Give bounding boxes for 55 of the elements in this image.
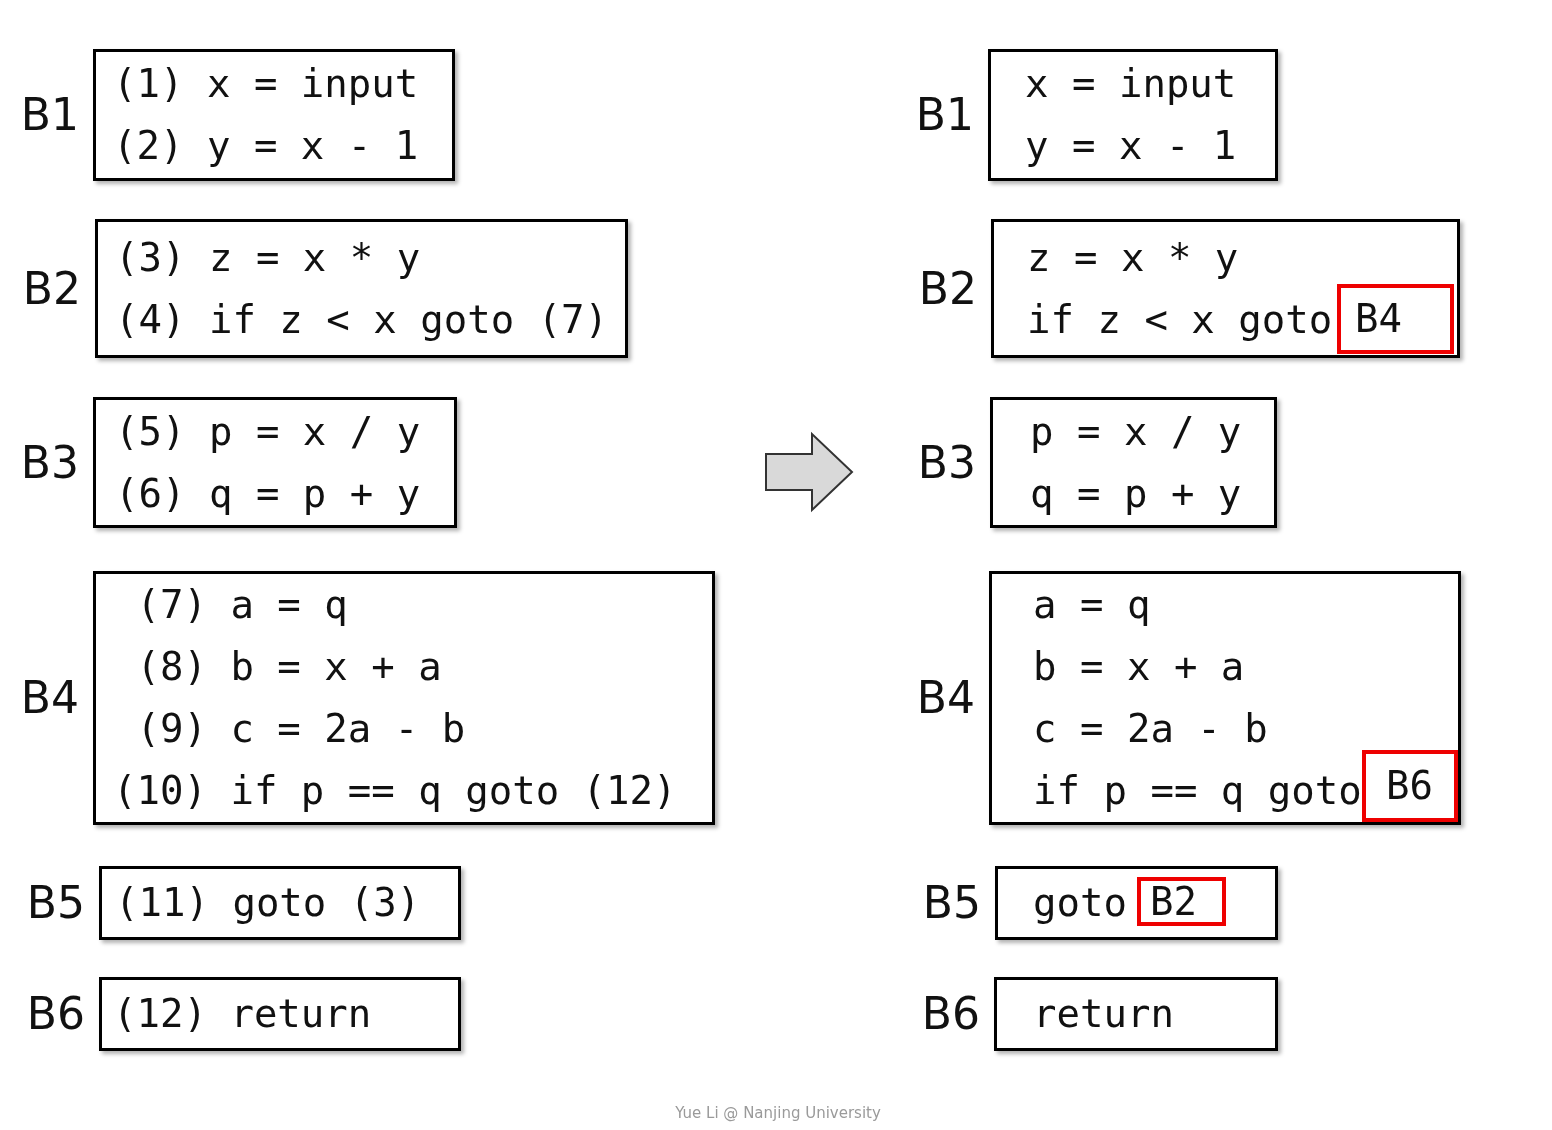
highlight-box (1337, 284, 1454, 354)
block-reference: B2 (1150, 878, 1197, 924)
code-line: (1) x = input (113, 61, 419, 106)
code-line: (4) if z < x goto (7) (115, 296, 609, 342)
block-label: B1 (20, 93, 79, 137)
code-block-box (990, 397, 1277, 528)
code-line: goto (1033, 880, 1127, 925)
code-line: (6) q = p + y (115, 470, 421, 516)
block-label: B6 (921, 992, 980, 1036)
code-block-box (989, 571, 1461, 825)
code-line: q = p + y (1030, 470, 1242, 516)
code-line: (5) p = x / y (115, 408, 421, 454)
code-line: y = x - 1 (1025, 123, 1237, 168)
code-block-box (99, 866, 461, 940)
code-block-box (994, 977, 1278, 1051)
code-block-box (991, 219, 1460, 358)
code-line: x = input (1025, 61, 1237, 106)
code-line: c = 2a - b (1033, 706, 1268, 751)
footer-credit: Yue Li @ Nanjing University (675, 1104, 881, 1122)
block-label: B4 (20, 676, 79, 720)
code-block-box (995, 866, 1278, 940)
block-reference: B6 (1386, 763, 1433, 808)
code-block-box (95, 219, 628, 358)
block-label: B3 (917, 440, 976, 485)
code-line: a = q (1033, 582, 1151, 627)
highlight-box (1362, 750, 1458, 822)
code-line: (12) return (113, 991, 372, 1036)
block-label: B1 (915, 93, 974, 137)
code-block-box (93, 397, 457, 528)
code-line: (3) z = x * y (115, 234, 421, 280)
block-label: B5 (26, 881, 85, 925)
code-line: (9) c = 2a - b (136, 706, 466, 751)
block-label: B2 (22, 266, 81, 311)
code-block-box (988, 49, 1278, 181)
code-line: (8) b = x + a (136, 644, 442, 689)
block-label: B5 (922, 881, 981, 925)
code-line: return (1033, 991, 1174, 1036)
block-reference: B4 (1355, 296, 1402, 341)
code-line: p = x / y (1030, 408, 1242, 454)
code-block-box (93, 571, 715, 825)
code-line: b = x + a (1033, 644, 1245, 689)
code-line: (10) if p == q goto (12) (113, 768, 677, 813)
code-line: if z < x goto (1027, 296, 1333, 342)
block-label: B4 (916, 676, 975, 720)
block-label: B6 (26, 992, 85, 1036)
block-label: B2 (918, 266, 977, 311)
code-line: (2) y = x - 1 (113, 123, 419, 168)
code-line: z = x * y (1027, 234, 1239, 280)
code-line: (11) goto (3) (115, 880, 421, 925)
code-line: if p == q goto (1033, 768, 1362, 813)
code-block-box (99, 977, 461, 1051)
highlight-box (1137, 877, 1226, 926)
block-label: B3 (20, 440, 79, 485)
code-block-box (93, 49, 455, 181)
code-line: (7) a = q (136, 582, 348, 627)
